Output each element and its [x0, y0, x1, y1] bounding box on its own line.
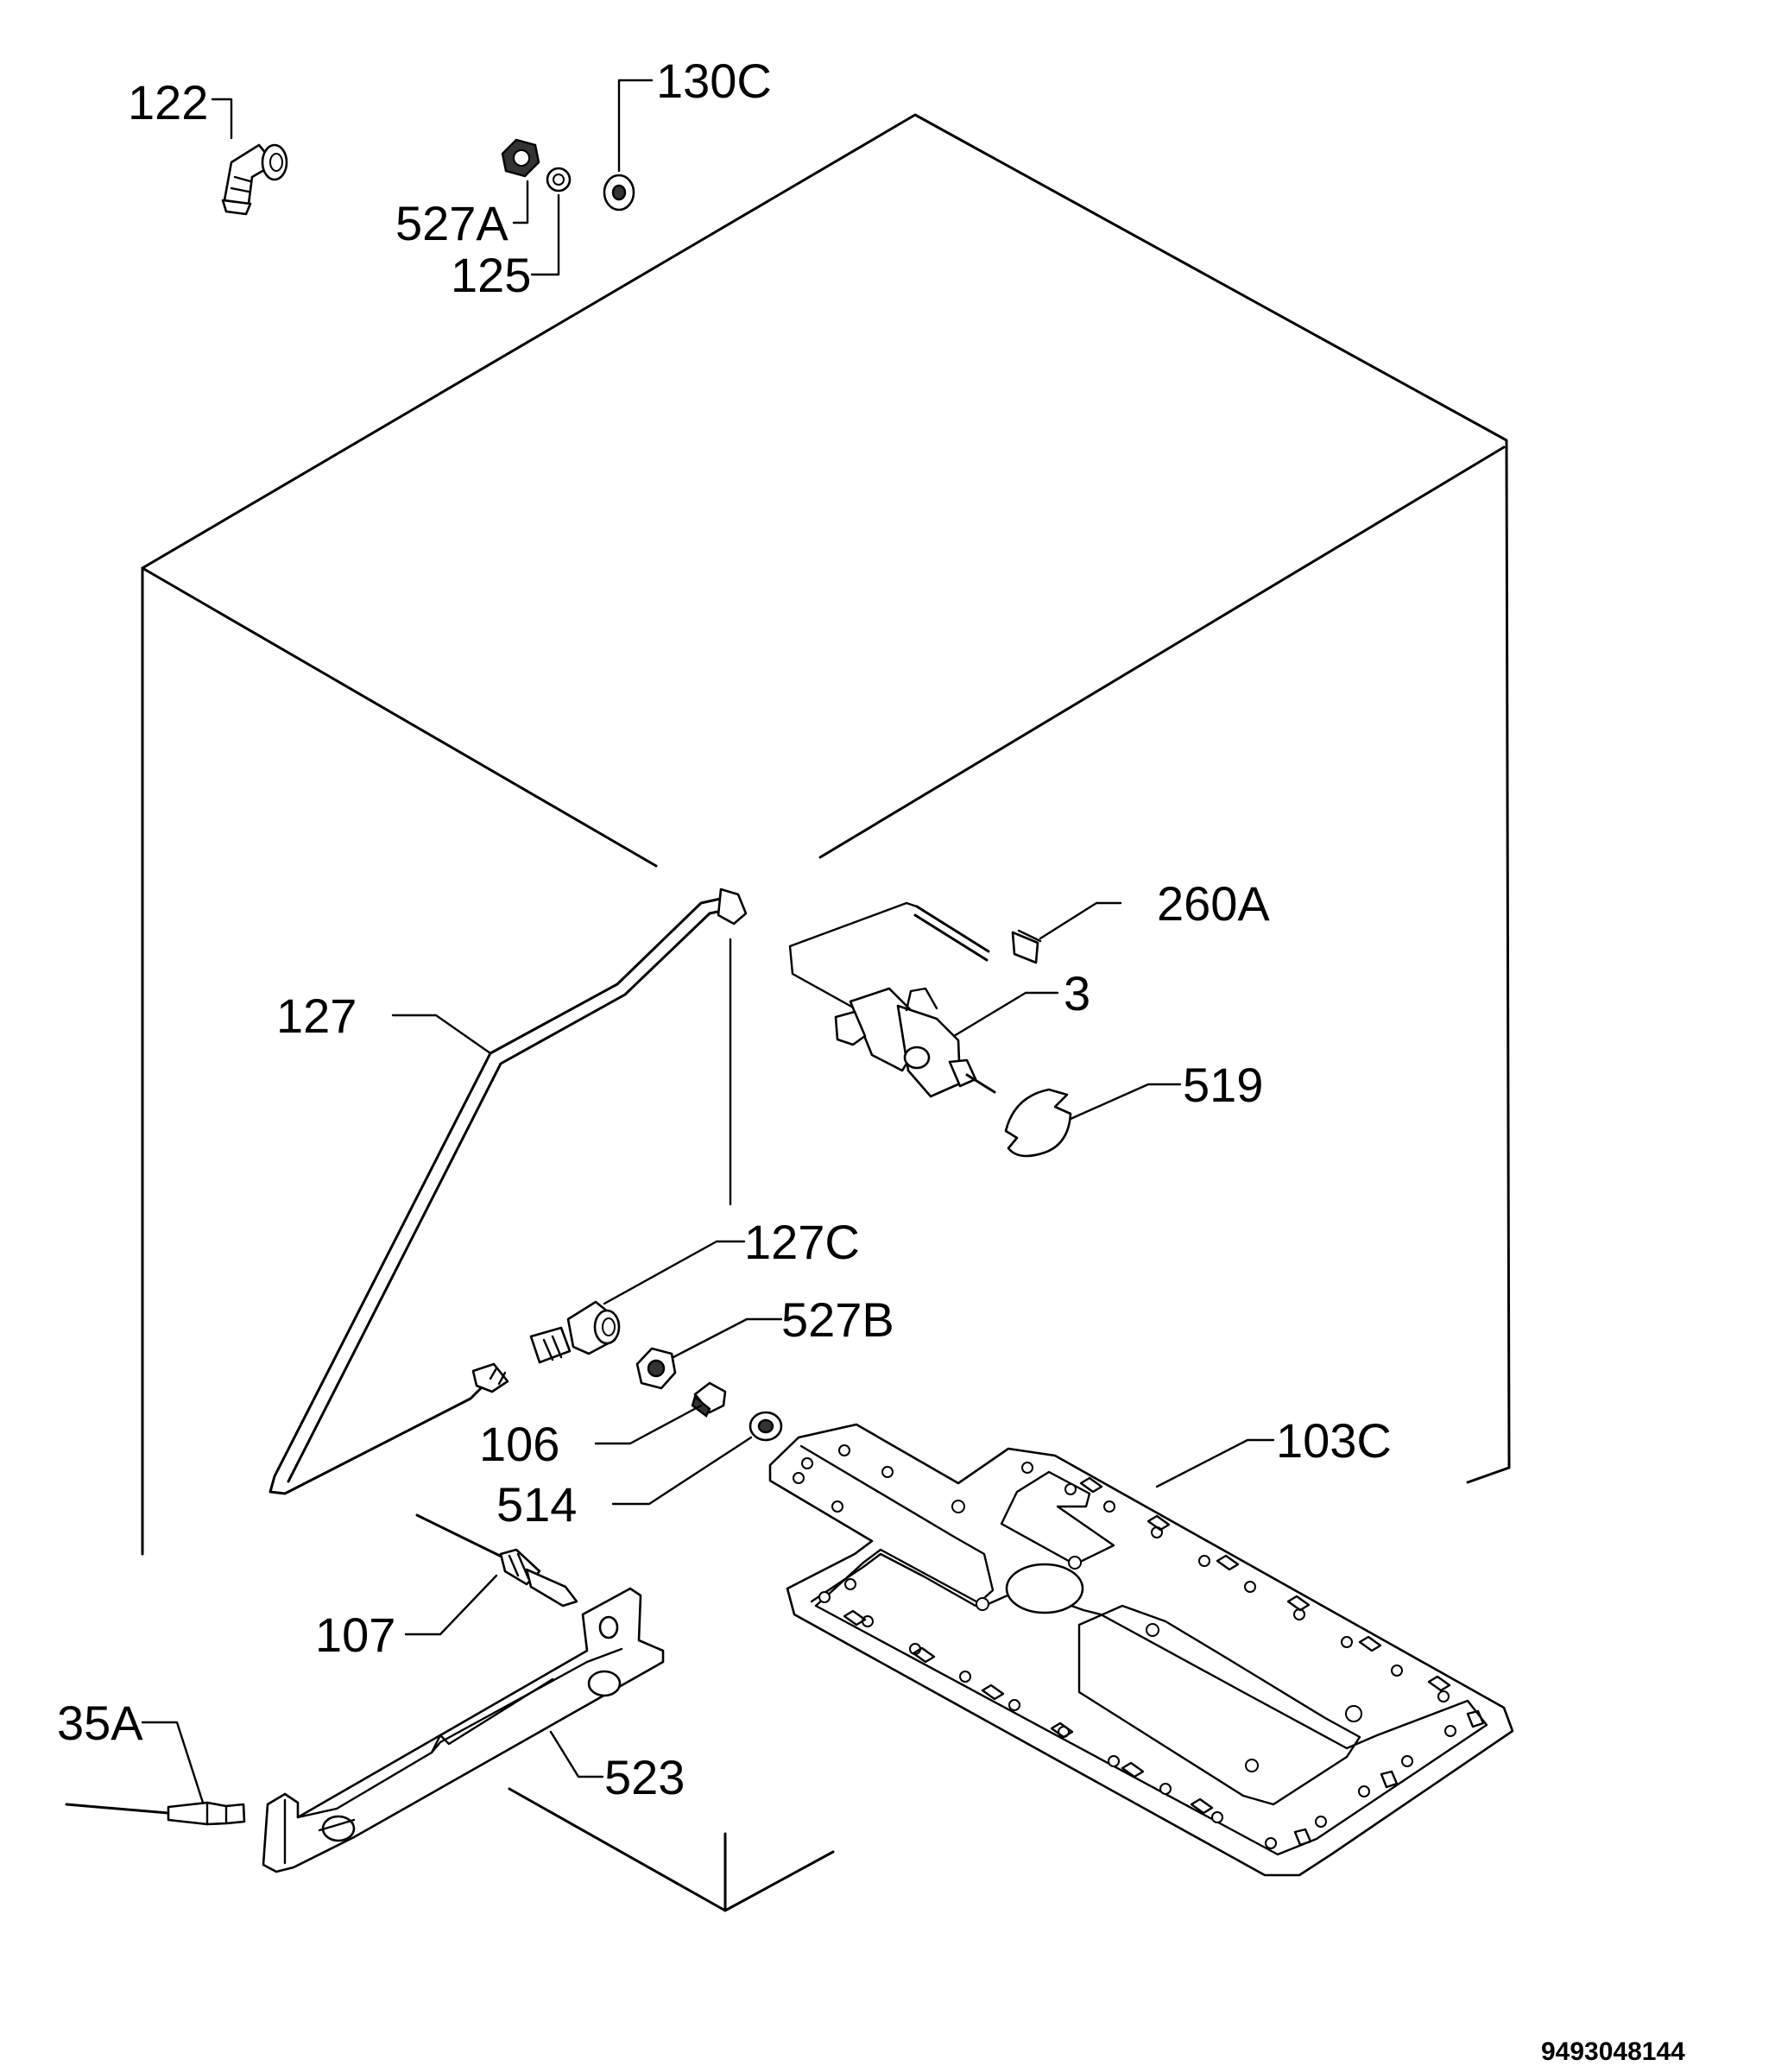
label-527a: 527A [395, 196, 508, 250]
label-519: 519 [1183, 1058, 1263, 1112]
label-3: 3 [1064, 966, 1090, 1020]
label-260a: 260A [1157, 876, 1270, 931]
document-number: 9493048144 [1541, 2037, 1685, 2066]
leader-103c [1155, 1438, 1275, 1488]
part-3-gas-valve [788, 901, 996, 1098]
part-127c-union [529, 1300, 621, 1364]
label-514: 514 [496, 1477, 577, 1532]
leader-514 [611, 1436, 753, 1506]
label-107: 107 [315, 1608, 395, 1662]
part-35a-electrode [65, 1801, 246, 1826]
label-527b: 527B [781, 1292, 894, 1347]
label-125: 125 [451, 248, 531, 302]
leader-127 [391, 1014, 492, 1055]
cabinet-outline [141, 113, 1511, 1912]
label-127c: 127C [744, 1215, 860, 1269]
part-107-thermocouple [415, 1513, 578, 1608]
leader-527a [512, 180, 529, 224]
label-122: 122 [128, 75, 208, 130]
leader-122 [211, 98, 233, 140]
part-527a-nut [501, 138, 540, 178]
leader-127c [603, 1240, 746, 1305]
part-122-elbow [221, 143, 288, 216]
burner-plate-ribs [843, 1476, 1485, 1847]
label-103c: 103C [1276, 1413, 1392, 1468]
leader-130c [617, 79, 654, 173]
label-130c: 130C [656, 54, 772, 108]
part-103c-burner-plate [768, 1423, 1514, 1877]
leader-3 [952, 991, 1059, 1038]
leader-106 [594, 1404, 703, 1445]
leader-260a [1039, 901, 1122, 940]
part-519-disc [1004, 1088, 1072, 1158]
part-130c-washer [603, 174, 635, 212]
label-523: 523 [604, 1750, 685, 1804]
part-527b-nut [635, 1347, 677, 1390]
burner-plate-holes [793, 1444, 1456, 1849]
part-125-sleeve [546, 167, 572, 193]
leader-519 [1069, 1083, 1182, 1121]
label-127: 127 [276, 989, 357, 1043]
part-106-injector [691, 1381, 727, 1418]
part-127-gas-pipe [268, 888, 748, 1495]
leader-527b [672, 1317, 783, 1359]
label-106: 106 [479, 1417, 559, 1471]
leader-107 [404, 1574, 498, 1636]
label-35a: 35A [57, 1696, 143, 1750]
leader-523 [549, 1730, 604, 1778]
part-514-seal [749, 1411, 783, 1442]
leader-125 [530, 193, 560, 276]
part-260a-clip [1011, 929, 1042, 964]
part-523-bracket [262, 1587, 665, 1873]
callout-labels: 122 130C 527A 125 260A 3 127 519 127C 52… [57, 54, 1392, 1804]
leader-35a [141, 1721, 205, 1804]
